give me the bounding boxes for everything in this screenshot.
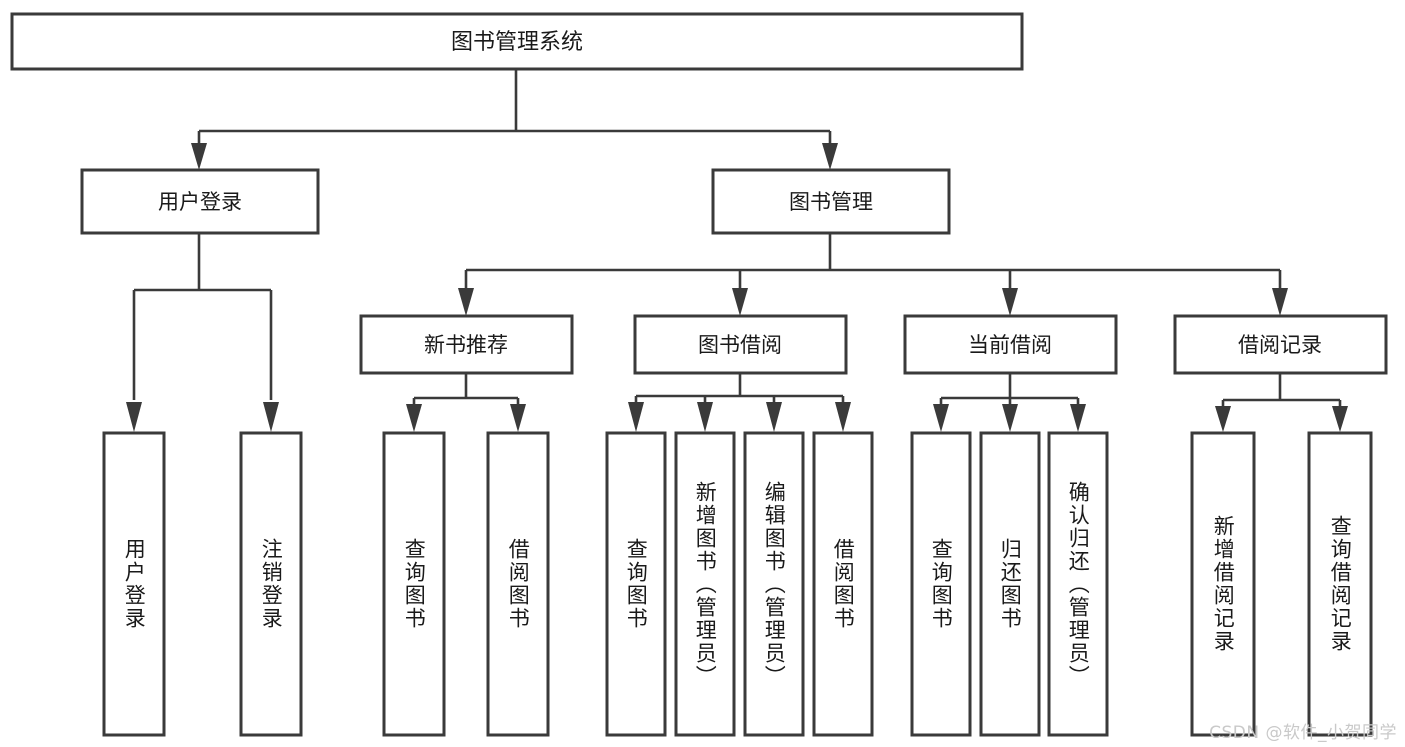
arrow-to-leaf-borrow-book-a [510, 404, 526, 432]
node-root-system-label: 图书管理系统 [451, 30, 583, 55]
arrow-to-leaf-confirm-return [1070, 404, 1086, 432]
edges-group [126, 69, 1348, 432]
arrow-to-leaf-logout [263, 402, 279, 432]
leaf-box-add-book[interactable] [674, 431, 736, 737]
leaf-boxes-group [102, 431, 1373, 737]
node-book-borrow-label: 图书借阅 [698, 333, 782, 357]
node-book-borrow[interactable]: 图书借阅 [633, 314, 848, 375]
node-book-manage-label: 图书管理 [789, 190, 873, 214]
leaf-box-logout[interactable] [239, 431, 303, 737]
leaf-box-query-book-a[interactable] [382, 431, 446, 737]
leaf-box-confirm-return[interactable] [1047, 431, 1109, 737]
arrow-to-borrow-record [1272, 288, 1288, 316]
node-root-system[interactable]: 图书管理系统 [10, 12, 1024, 71]
arrow-to-leaf-add-record [1215, 406, 1231, 432]
leaf-box-edit-book[interactable] [743, 431, 805, 737]
arrow-to-book-manage [822, 143, 838, 170]
arrow-to-book-borrow [732, 288, 748, 316]
leaf-box-query-book-c[interactable] [910, 431, 972, 737]
arrow-to-leaf-user-login [126, 402, 142, 432]
arrow-to-new-book [458, 288, 474, 316]
leaf-box-borrow-book-b[interactable] [812, 431, 874, 737]
node-current-borrow[interactable]: 当前借阅 [903, 314, 1118, 375]
node-book-manage[interactable]: 图书管理 [711, 168, 951, 235]
leaf-box-borrow-book-a[interactable] [486, 431, 550, 737]
arrow-to-current-borrow [1002, 288, 1018, 316]
arrow-to-leaf-return-book [1002, 404, 1018, 432]
arrow-to-leaf-edit-book [766, 402, 782, 432]
leaf-box-user-login[interactable] [102, 431, 166, 737]
node-user-login[interactable]: 用户登录 [80, 168, 320, 235]
arrow-to-leaf-borrow-book-b [835, 402, 851, 432]
leaf-box-add-record[interactable] [1190, 431, 1256, 737]
leaf-box-query-record[interactable] [1307, 431, 1373, 737]
arrow-to-leaf-query-book-a [406, 404, 422, 432]
leaf-box-return-book[interactable] [979, 431, 1041, 737]
node-user-login-label: 用户登录 [158, 190, 242, 214]
node-borrow-record[interactable]: 借阅记录 [1173, 314, 1388, 375]
node-new-book-recommend[interactable]: 新书推荐 [359, 314, 574, 375]
arrow-to-leaf-query-book-b [628, 402, 644, 432]
node-current-borrow-label: 当前借阅 [968, 333, 1052, 357]
arrow-to-leaf-query-record [1332, 406, 1348, 432]
arrow-to-leaf-query-book-c [933, 404, 949, 432]
node-borrow-record-label: 借阅记录 [1238, 333, 1322, 357]
leaf-box-query-book-b[interactable] [605, 431, 667, 737]
arrow-to-user-login [191, 143, 207, 170]
arrow-to-leaf-add-book [697, 402, 713, 432]
node-new-book-recommend-label: 新书推荐 [424, 333, 508, 357]
csdn-watermark: CSDN @软件_小贺同学 [1209, 723, 1397, 743]
